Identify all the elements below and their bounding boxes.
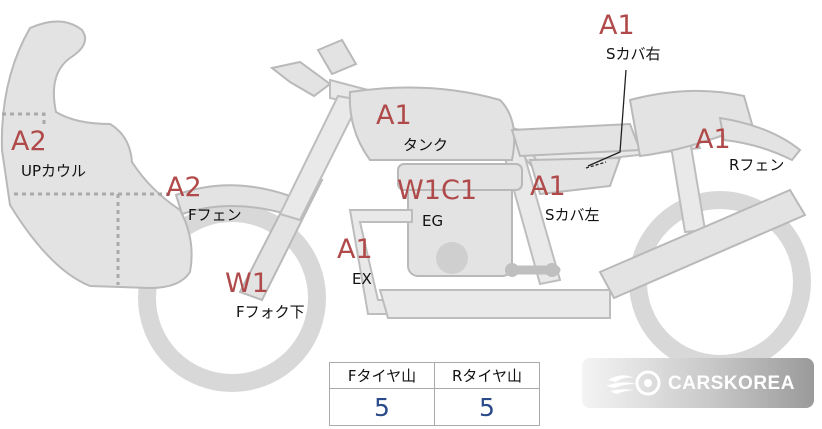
cowl-seam-top: [2, 112, 46, 124]
code-f-fork: W1: [225, 268, 269, 299]
logo-text: CARSKOREA: [668, 373, 795, 394]
handlebar: [269, 60, 332, 98]
rear-tire-header: Rタイヤ山: [434, 362, 540, 389]
front-tire-value: 5: [329, 388, 435, 426]
code-r-fender: A1: [695, 124, 731, 155]
code-s-cover-left: A1: [530, 171, 566, 202]
tire-tread-header-row: Fタイヤ山 Rタイヤ山: [329, 362, 540, 389]
rear-tire-value: 5: [434, 388, 540, 426]
seat: [628, 89, 754, 158]
exhaust-muffler: [378, 289, 611, 319]
code-up-cowl: A2: [11, 126, 47, 157]
label-s-cover-right: Sカバ右: [606, 45, 661, 63]
label-f-fender: Fフェン: [188, 206, 242, 224]
engine-head: [397, 163, 523, 191]
side-cover-left: [528, 156, 622, 196]
upper-cowl: [0, 20, 193, 290]
fuel-tank: [348, 86, 516, 161]
carskorea-logo: CARSKOREA: [582, 358, 814, 408]
label-ex: EX: [352, 270, 372, 288]
label-r-fender: Rフェン: [729, 156, 785, 174]
code-s-cover-right: A1: [599, 10, 635, 41]
code-tank: A1: [376, 100, 412, 131]
label-eg: EG: [422, 212, 444, 230]
code-f-fender: A2: [166, 172, 202, 203]
flame-wheel-icon: [606, 370, 661, 396]
code-eg-c: C1: [441, 175, 478, 206]
label-f-fork: Fフォク下: [236, 303, 305, 321]
front-tire-header: Fタイヤ山: [329, 362, 435, 389]
frame-down: [278, 94, 362, 222]
callout-dash: [585, 161, 607, 169]
code-ex: A1: [337, 234, 373, 265]
tire-tread-table: Fタイヤ山 Rタイヤ山 5 5: [329, 362, 540, 426]
rear-fender-part: [718, 116, 802, 162]
callout-line: [587, 69, 627, 167]
steering-tube: [316, 38, 358, 76]
front-wheel: [138, 204, 326, 392]
code-eg-w: W1: [397, 175, 441, 206]
label-s-cover-left: Sカバ左: [545, 206, 600, 224]
label-up-cowl: UPカウル: [21, 162, 87, 180]
engine-cover: [436, 242, 468, 274]
tire-tread-value-row: 5 5: [329, 388, 540, 426]
swingarm: [598, 188, 807, 300]
label-tank: タンク: [403, 136, 449, 154]
